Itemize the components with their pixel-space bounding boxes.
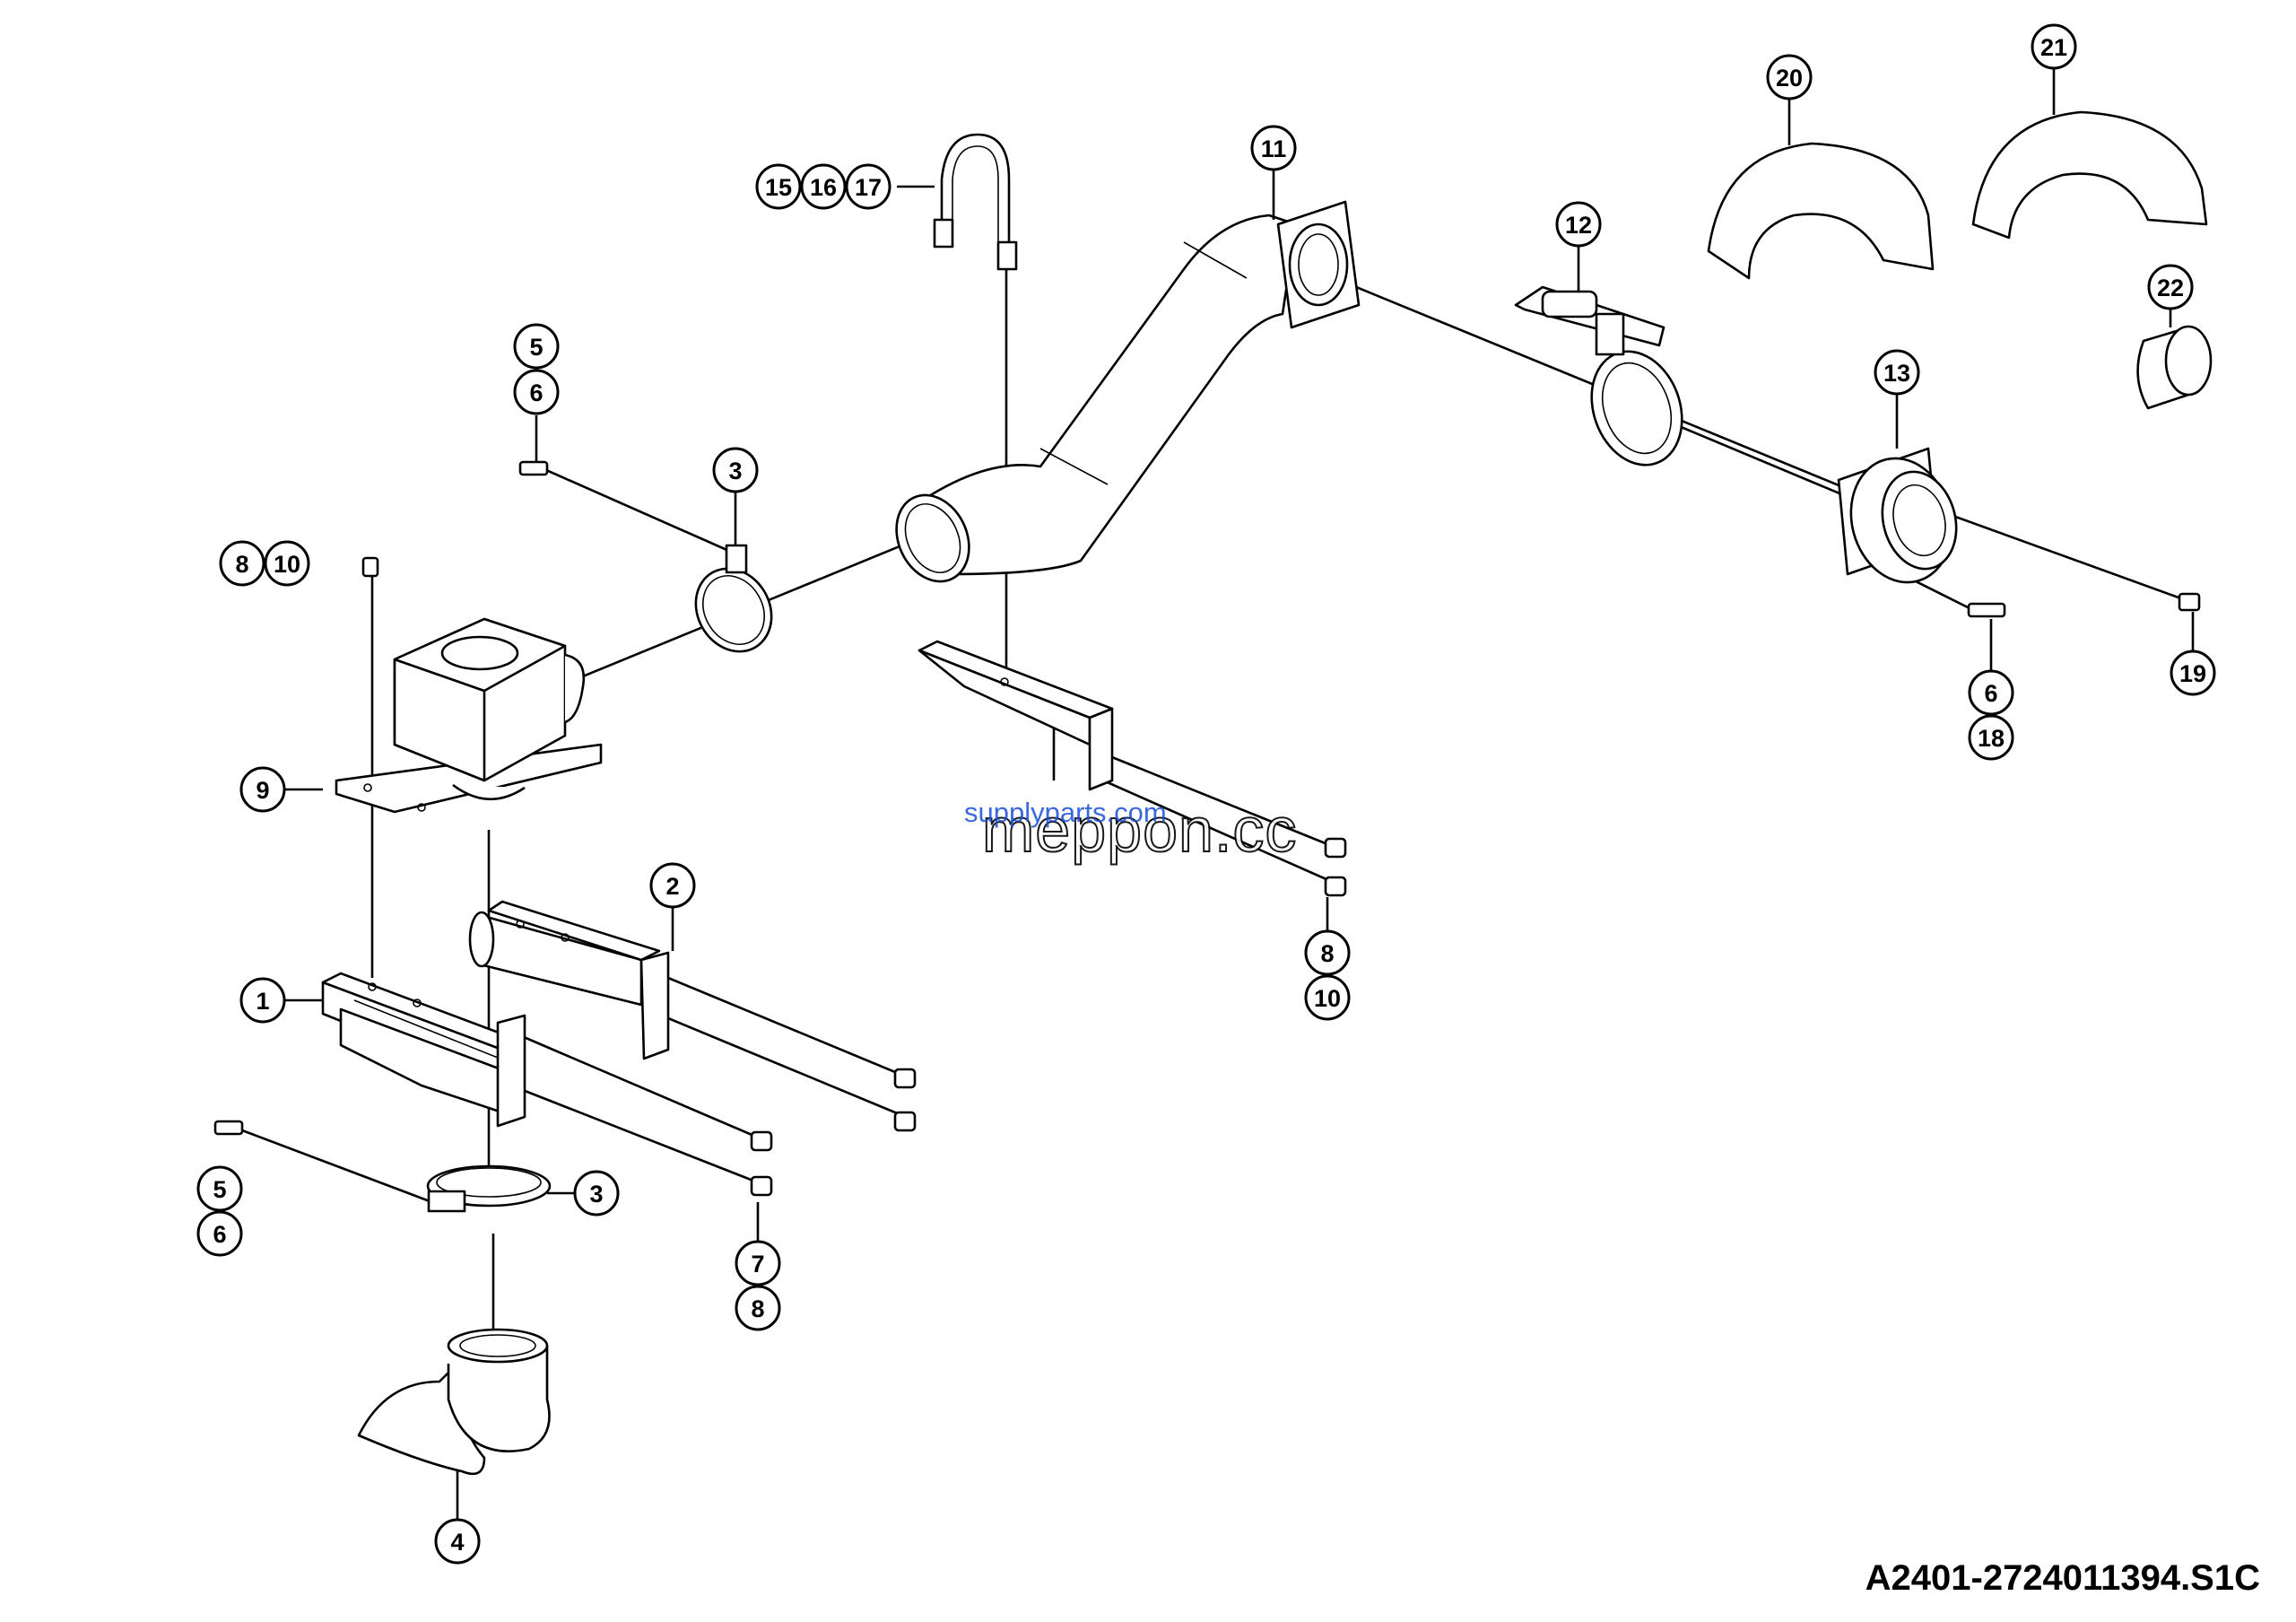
part-12-butterfly-valve — [1514, 285, 1683, 467]
drawing-code: A2401-2724011394.S1C — [1865, 1558, 2260, 1598]
part-3-clamp-lower — [426, 1164, 552, 1213]
svg-text:22: 22 — [2157, 275, 2184, 301]
svg-text:9: 9 — [256, 777, 269, 804]
svg-text:6: 6 — [213, 1221, 226, 1248]
svg-text:5: 5 — [213, 1176, 226, 1203]
callout-18: 18 — [1968, 714, 2014, 761]
callout-20: 20 — [1766, 54, 1813, 100]
part-1-bracket — [321, 972, 526, 1128]
part-13-flange — [1837, 447, 1958, 584]
callout-2: 2 — [649, 862, 696, 909]
callout-6-right: 6 — [1968, 669, 2014, 716]
callout-pointers — [285, 67, 2195, 1521]
svg-text:21: 21 — [2040, 34, 2067, 61]
callout-21: 21 — [2031, 23, 2077, 70]
svg-text:11: 11 — [1261, 135, 1287, 162]
svg-text:20: 20 — [1776, 65, 1803, 92]
callout-4: 4 — [434, 1518, 481, 1565]
part-15-17-u-hose — [933, 133, 1018, 271]
callout-16: 16 — [800, 163, 847, 210]
support-bracket — [918, 640, 1114, 791]
svg-text:12: 12 — [1565, 212, 1592, 239]
callout-8-mid: 8 — [1304, 929, 1351, 976]
callout-5-upper: 5 — [513, 323, 560, 370]
svg-text:4: 4 — [450, 1529, 464, 1556]
watermark-logo: meppon.cc — [981, 794, 1298, 866]
callout-6-lower: 6 — [196, 1210, 243, 1257]
svg-text:15: 15 — [765, 174, 792, 201]
callout-5-lower: 5 — [196, 1165, 243, 1212]
part-21-half-shell — [1971, 110, 2208, 240]
svg-text:10: 10 — [1314, 985, 1341, 1012]
callout-1: 1 — [239, 977, 286, 1024]
callout-6-upper: 6 — [513, 369, 560, 415]
svg-text:3: 3 — [728, 458, 742, 484]
svg-text:17: 17 — [855, 174, 882, 201]
part-22-cylinder — [2136, 325, 2213, 410]
svg-text:1: 1 — [256, 988, 269, 1015]
callout-12: 12 — [1555, 201, 1602, 248]
callout-19: 19 — [2170, 650, 2216, 696]
svg-text:10: 10 — [274, 551, 300, 578]
callout-17: 17 — [845, 163, 891, 210]
callout-8-left: 8 — [219, 540, 265, 587]
part-11-s-pipe — [895, 200, 1361, 583]
callout-8-lower: 8 — [735, 1285, 781, 1331]
svg-text:13: 13 — [1883, 360, 1910, 387]
callout-10-mid: 10 — [1304, 974, 1351, 1021]
svg-text:8: 8 — [1320, 940, 1334, 967]
svg-text:6: 6 — [529, 379, 543, 406]
svg-text:7: 7 — [751, 1251, 764, 1278]
fasteners — [213, 460, 2201, 1197]
part-20-half-shell — [1707, 142, 1935, 280]
callout-3-upper: 3 — [712, 447, 759, 493]
callout-7: 7 — [735, 1240, 781, 1286]
svg-text:6: 6 — [1984, 680, 1997, 707]
part-4-elbow — [357, 1328, 551, 1476]
callout-9: 9 — [239, 766, 286, 813]
svg-text:8: 8 — [235, 551, 248, 578]
svg-text:8: 8 — [751, 1295, 764, 1322]
svg-text:5: 5 — [529, 334, 543, 361]
part-2-bracket — [468, 900, 670, 1060]
callout-3-lower: 3 — [573, 1170, 620, 1216]
callout-13: 13 — [1874, 349, 1920, 396]
svg-text:19: 19 — [2179, 660, 2206, 687]
callout-10-left: 10 — [264, 540, 310, 587]
part-9-housing — [335, 617, 603, 814]
callout-11: 11 — [1250, 125, 1297, 171]
svg-text:16: 16 — [810, 174, 837, 201]
watermark-url: supplyparts.com — [964, 797, 1167, 828]
callout-15: 15 — [755, 163, 802, 210]
part-3-clamp-upper — [694, 544, 773, 653]
svg-text:18: 18 — [1978, 725, 2005, 752]
svg-text:2: 2 — [665, 873, 679, 900]
svg-text:3: 3 — [589, 1181, 603, 1208]
callout-22: 22 — [2147, 264, 2194, 310]
